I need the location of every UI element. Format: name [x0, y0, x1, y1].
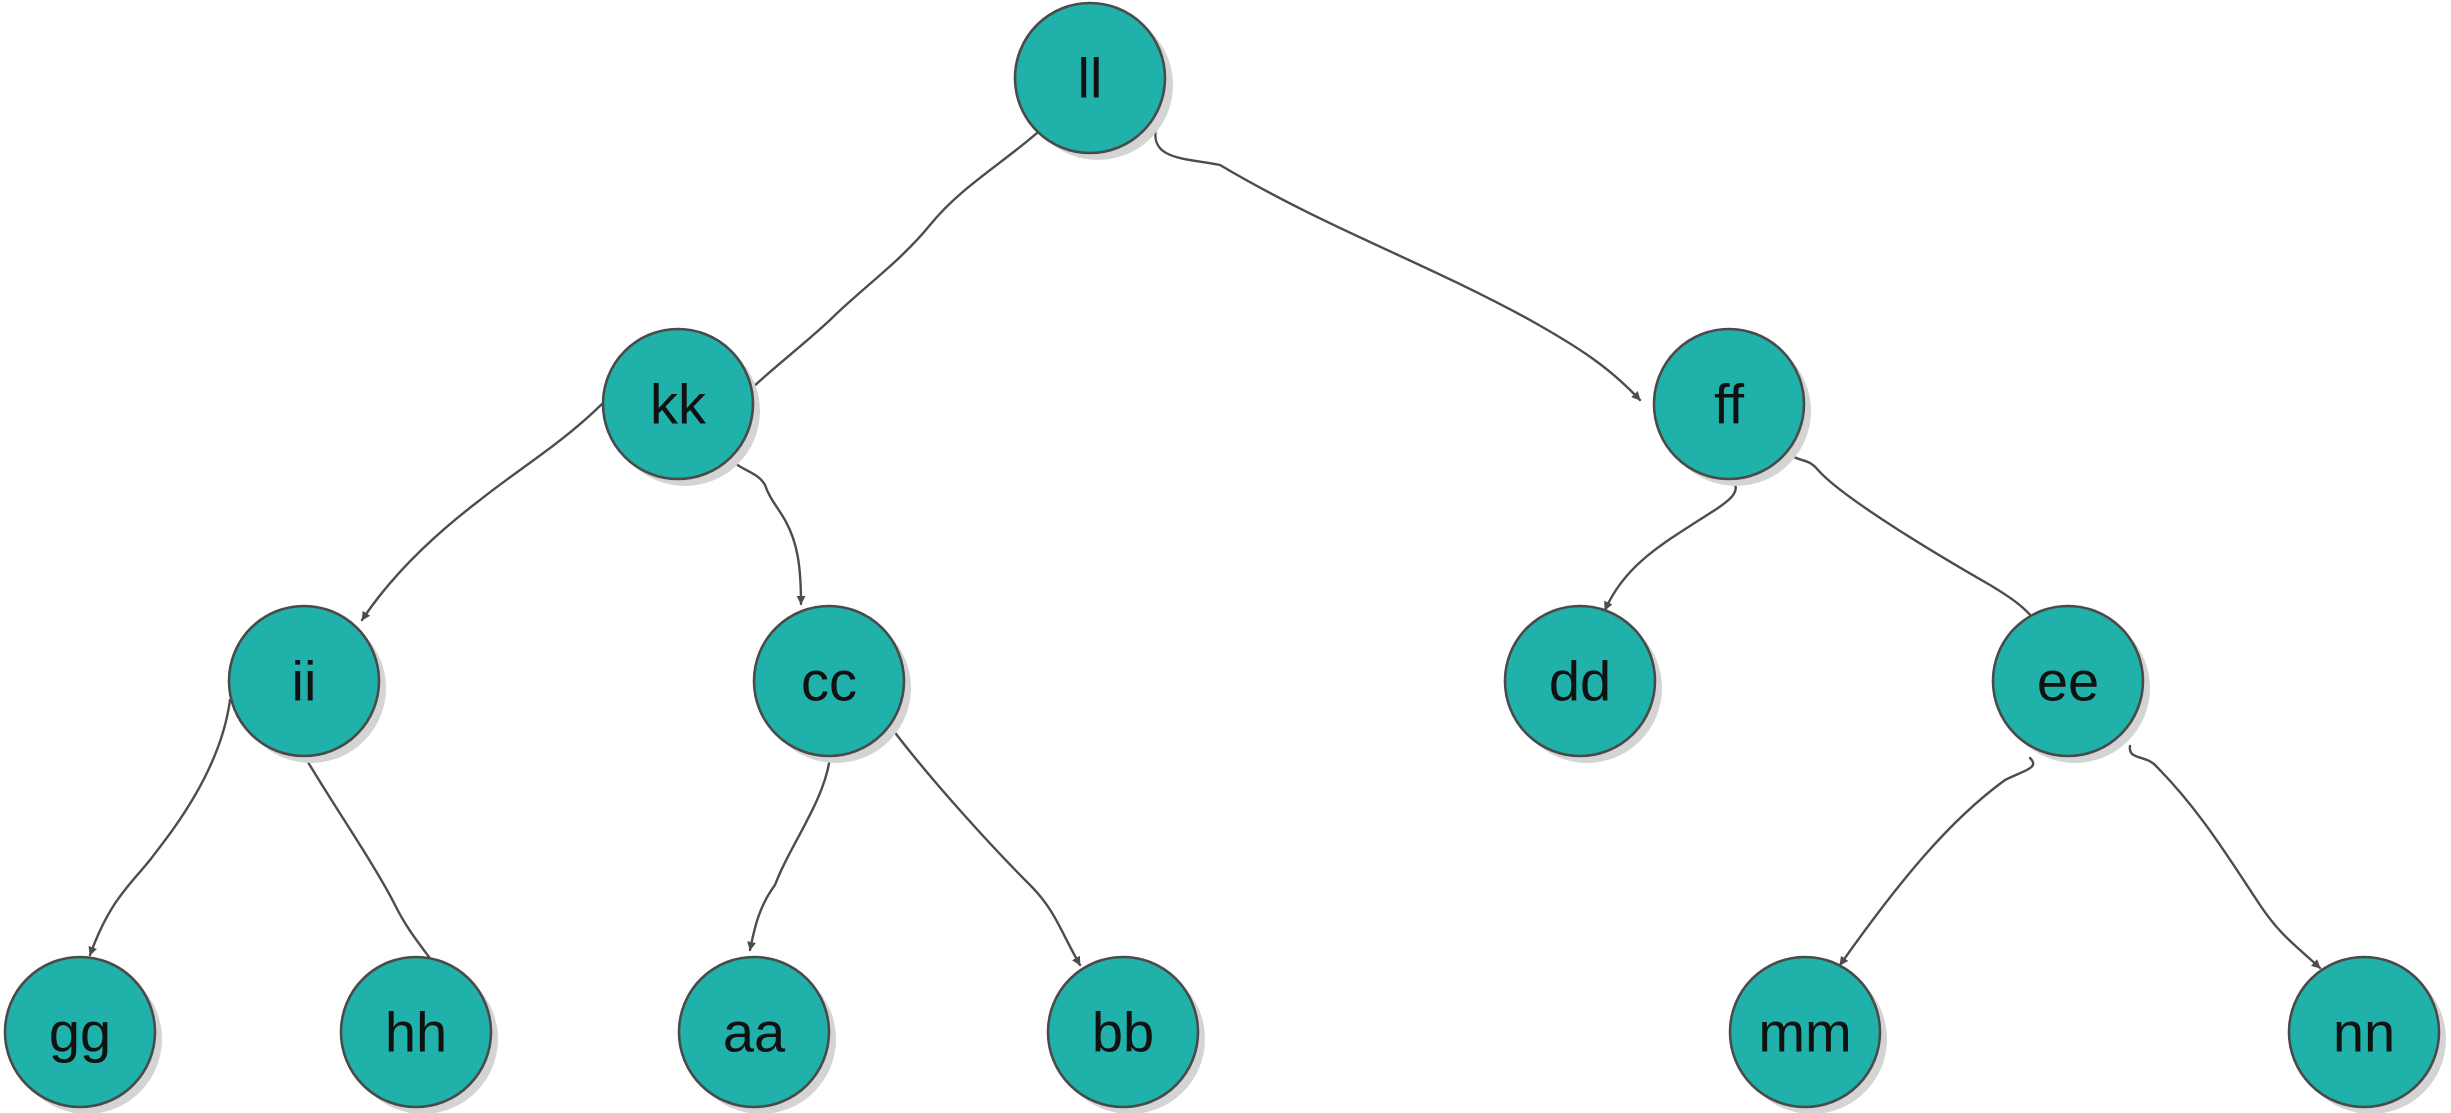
edge-ll-ff	[1154, 126, 1642, 402]
node-cc: cc	[752, 604, 911, 763]
edge-ff-dd	[1603, 480, 1737, 612]
node-kk: kk	[601, 327, 760, 486]
edge-ll-kk	[746, 131, 1039, 394]
edge-cc-bb	[891, 728, 1082, 967]
node-ii-circle	[227, 604, 381, 758]
node-cc-circle	[752, 604, 906, 758]
edge-ee-nn	[2128, 744, 2322, 970]
node-mm-label: mm	[1758, 1001, 1851, 1064]
edge-ii-hh	[303, 755, 444, 977]
edge-kk-cc	[730, 458, 806, 606]
node-gg-circle	[3, 955, 157, 1109]
node-gg-label: gg	[49, 1001, 111, 1064]
node-dd-circle	[1503, 604, 1657, 758]
node-aa-label: aa	[723, 1001, 786, 1064]
node-bb-circle	[1046, 955, 1200, 1109]
node-bb-label: bb	[1092, 1001, 1154, 1064]
node-mm-circle	[1728, 955, 1882, 1109]
edge-cc-aa	[747, 755, 832, 952]
node-cc-label: cc	[801, 650, 857, 713]
edge-ff-ee	[1789, 453, 2052, 642]
node-ll-circle	[1013, 1, 1167, 155]
node-nn-label: nn	[2333, 1001, 2395, 1064]
nodes-layer: ll kk ff ii cc dd ee	[3, 1, 2446, 1113]
node-kk-label: kk	[650, 373, 707, 436]
node-aa-circle	[677, 955, 831, 1109]
node-kk-circle	[601, 327, 755, 481]
node-ff: ff	[1652, 327, 1811, 486]
edge-kk-ii	[360, 402, 604, 622]
node-ll-label: ll	[1078, 47, 1103, 110]
node-ee: ee	[1991, 604, 2150, 763]
node-ee-circle	[1991, 604, 2145, 758]
node-ii-label: ii	[292, 650, 317, 713]
node-hh-label: hh	[385, 1001, 447, 1064]
edge-ee-mm	[1838, 756, 2035, 967]
node-hh: hh	[339, 955, 498, 1113]
edges-layer	[88, 126, 2322, 977]
node-dd-label: dd	[1549, 650, 1611, 713]
node-ll: ll	[1013, 1, 1173, 160]
node-hh-circle	[339, 955, 493, 1109]
node-nn-circle	[2287, 955, 2441, 1109]
node-dd: dd	[1503, 604, 1662, 763]
node-aa: aa	[677, 955, 836, 1113]
node-nn: nn	[2287, 955, 2446, 1113]
node-ii: ii	[227, 604, 386, 763]
node-ff-label: ff	[1714, 373, 1745, 436]
node-bb: bb	[1046, 955, 1205, 1113]
node-gg: gg	[3, 955, 162, 1113]
edge-ii-gg	[88, 698, 232, 957]
node-mm: mm	[1728, 955, 1887, 1113]
node-ff-circle	[1652, 327, 1806, 481]
node-ee-label: ee	[2037, 650, 2099, 713]
